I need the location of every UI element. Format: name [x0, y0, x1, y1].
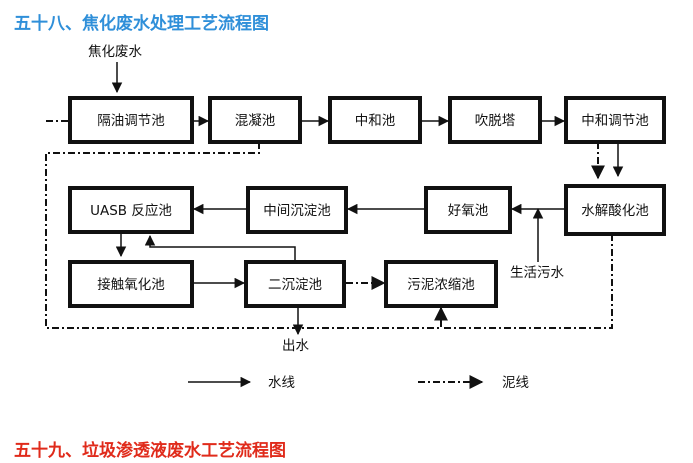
box-neutral-regulation: 中和调节池	[564, 96, 666, 144]
sludge-coagulation-loop	[45, 142, 448, 329]
domestic-sewage-label: 生活污水	[510, 265, 564, 281]
box-contact-oxidation-label: 接触氧化池	[97, 276, 165, 293]
box-neutralization-label: 中和池	[355, 113, 396, 129]
box-uasb-reactor-label: UASB 反应池	[90, 202, 172, 219]
legend-sludge-line-label: 泥线	[502, 375, 529, 391]
box-hydrolysis-acidification-label: 水解酸化池	[581, 203, 649, 219]
box-coagulation: 混凝池	[208, 96, 302, 144]
legend: 水线 泥线	[188, 375, 529, 391]
box-stripping-tower: 吹脱塔	[448, 96, 542, 144]
outlet-label: 出水	[282, 338, 309, 354]
box-secondary-settling: 二沉淀池	[244, 260, 346, 308]
box-oil-separation-label: 隔油调节池	[97, 113, 165, 129]
box-intermediate-settling: 中间沉淀池	[246, 186, 348, 234]
box-intermediate-settling-label: 中间沉淀池	[263, 203, 331, 219]
box-hydrolysis-acidification: 水解酸化池	[564, 184, 666, 236]
page-heading-coking-wastewater: 五十八、焦化废水处理工艺流程图	[14, 14, 269, 34]
box-aerobic-tank-label: 好氧池	[448, 203, 489, 219]
box-uasb-reactor: UASB 反应池	[68, 186, 194, 234]
box-contact-oxidation: 接触氧化池	[68, 260, 194, 308]
box-oil-separation: 隔油调节池	[68, 96, 194, 144]
input-label: 焦化废水	[88, 44, 142, 60]
legend-water-line-label: 水线	[268, 375, 295, 391]
box-sludge-thickening-label: 污泥浓缩池	[407, 277, 475, 293]
page-heading-landfill-leachate: 五十九、垃圾渗透液废水工艺流程图	[14, 441, 286, 461]
arrow-return-to-uasb	[144, 234, 296, 262]
box-sludge-thickening: 污泥浓缩池	[384, 260, 498, 308]
box-coagulation-label: 混凝池	[235, 113, 276, 129]
box-secondary-settling-label: 二沉淀池	[268, 277, 322, 293]
box-neutral-regulation-label: 中和调节池	[581, 113, 649, 129]
box-stripping-tower-label: 吹脱塔	[475, 113, 516, 129]
box-neutralization: 中和池	[328, 96, 422, 144]
box-aerobic-tank: 好氧池	[424, 186, 512, 234]
sludge-hydrolysis-return	[441, 234, 613, 329]
